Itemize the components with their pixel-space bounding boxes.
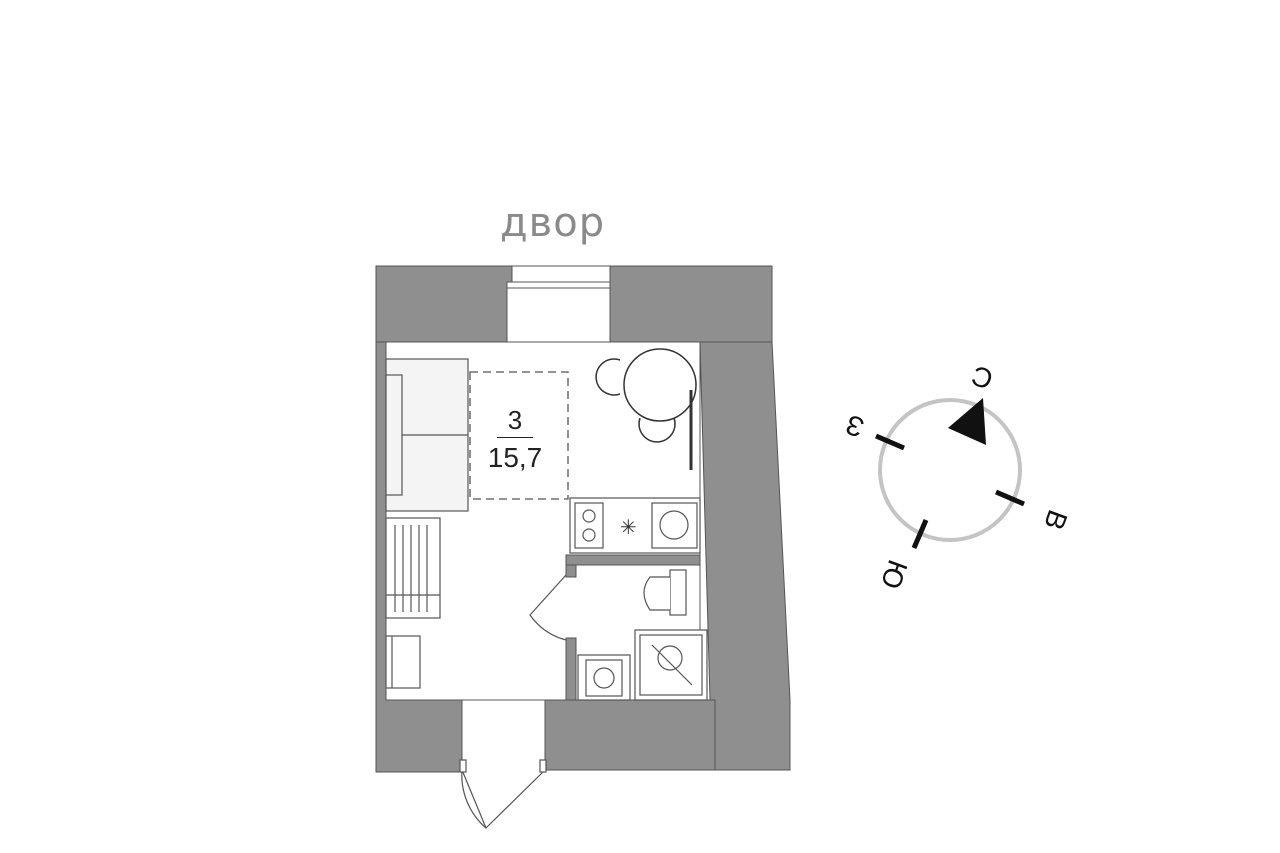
shoe-cabinet: [385, 635, 421, 689]
bathroom-walls: [565, 554, 701, 701]
washing-machine: [577, 654, 631, 701]
walls: [375, 265, 791, 773]
compass-north: С: [967, 359, 997, 395]
compass-south: Ю: [875, 556, 914, 593]
snowflake-icon: ✳: [620, 515, 637, 539]
east-tick: [995, 489, 1025, 507]
top-wall-right: [609, 265, 773, 343]
bottom-wall-right: [544, 699, 716, 771]
bathroom-door: [529, 574, 567, 641]
west-tick: [875, 433, 905, 451]
compass-ring: [878, 398, 1022, 542]
sofa: [385, 358, 469, 512]
entrance-door: [459, 759, 547, 830]
room-zone: [469, 371, 569, 500]
room-number: 3: [507, 405, 523, 435]
shower: [634, 629, 708, 701]
wardrobe: [385, 517, 441, 619]
toilet: [643, 569, 687, 616]
room-label-divider: [497, 437, 533, 438]
kitchen: [569, 497, 701, 554]
north-arrow-icon: [948, 398, 986, 445]
compass-east: В: [1038, 506, 1074, 534]
window: [506, 265, 611, 343]
compass: С З В Ю: [842, 359, 1074, 593]
top-wall-left: [375, 265, 513, 343]
orientation-label: двор: [500, 200, 606, 246]
compass-west: З: [842, 409, 869, 444]
south-tick: [911, 519, 929, 549]
room-area: 15,7: [487, 442, 543, 473]
dining-set: [595, 348, 697, 470]
